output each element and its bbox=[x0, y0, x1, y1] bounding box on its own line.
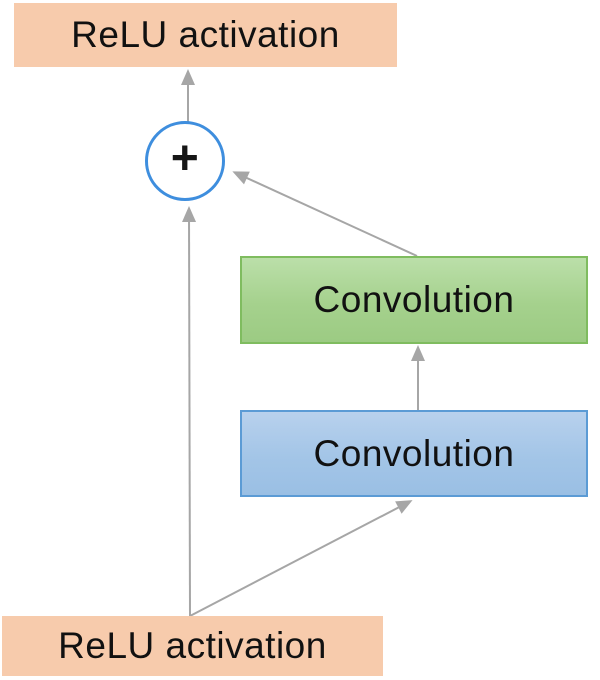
conv-blue-label: Convolution bbox=[313, 432, 515, 474]
conv-green-box: Convolution bbox=[240, 256, 588, 344]
conv-blue-box: Convolution bbox=[240, 410, 588, 497]
top-relu-activation-label: ReLU activation bbox=[71, 14, 340, 55]
bottom-relu-activation-label: ReLU activation bbox=[58, 625, 327, 666]
top-relu-activation-box: ReLU activation bbox=[14, 3, 397, 67]
bottom-relu-activation-box: ReLU activation bbox=[2, 616, 383, 676]
conv-green-label: Convolution bbox=[313, 279, 515, 320]
connector-conv-green-to-sum bbox=[232, 171, 418, 257]
connector-skip-bottom-relu-to-sum bbox=[182, 206, 197, 617]
sum-node: + bbox=[145, 121, 225, 201]
plus-icon: + bbox=[170, 132, 200, 185]
connector-bottom-relu-to-conv-blue bbox=[189, 500, 413, 617]
